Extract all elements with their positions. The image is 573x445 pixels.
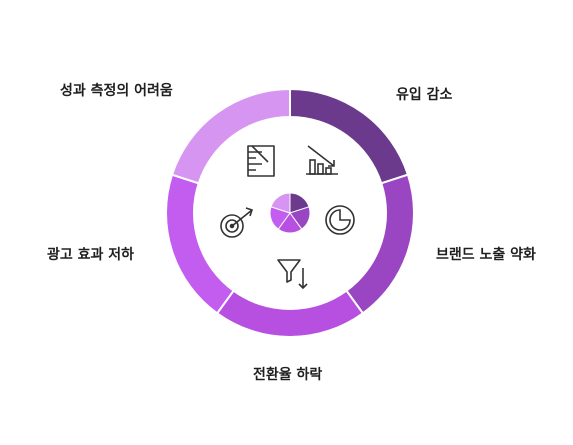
label-top-right: 유입 감소 [396,87,453,103]
pie-chart-icon [325,205,355,235]
label-right: 브랜드 노출 약화 [436,247,536,263]
label-top-left: 성과 측정의 어려움 [60,83,173,99]
funnel-down-icon [277,259,308,289]
target-arrow-icon [220,207,254,238]
declining-chart-icon [306,145,338,175]
segment-top-left [170,87,291,185]
segment-right [345,173,415,315]
label-bottom: 전환율 하락 [253,367,323,383]
segment-bottom [215,289,365,338]
segment-left [165,173,235,315]
segment-top-right [289,87,410,185]
center-pie-icon [269,192,311,234]
ruler-icon [247,145,275,177]
label-left: 광고 효과 저하 [47,247,135,263]
